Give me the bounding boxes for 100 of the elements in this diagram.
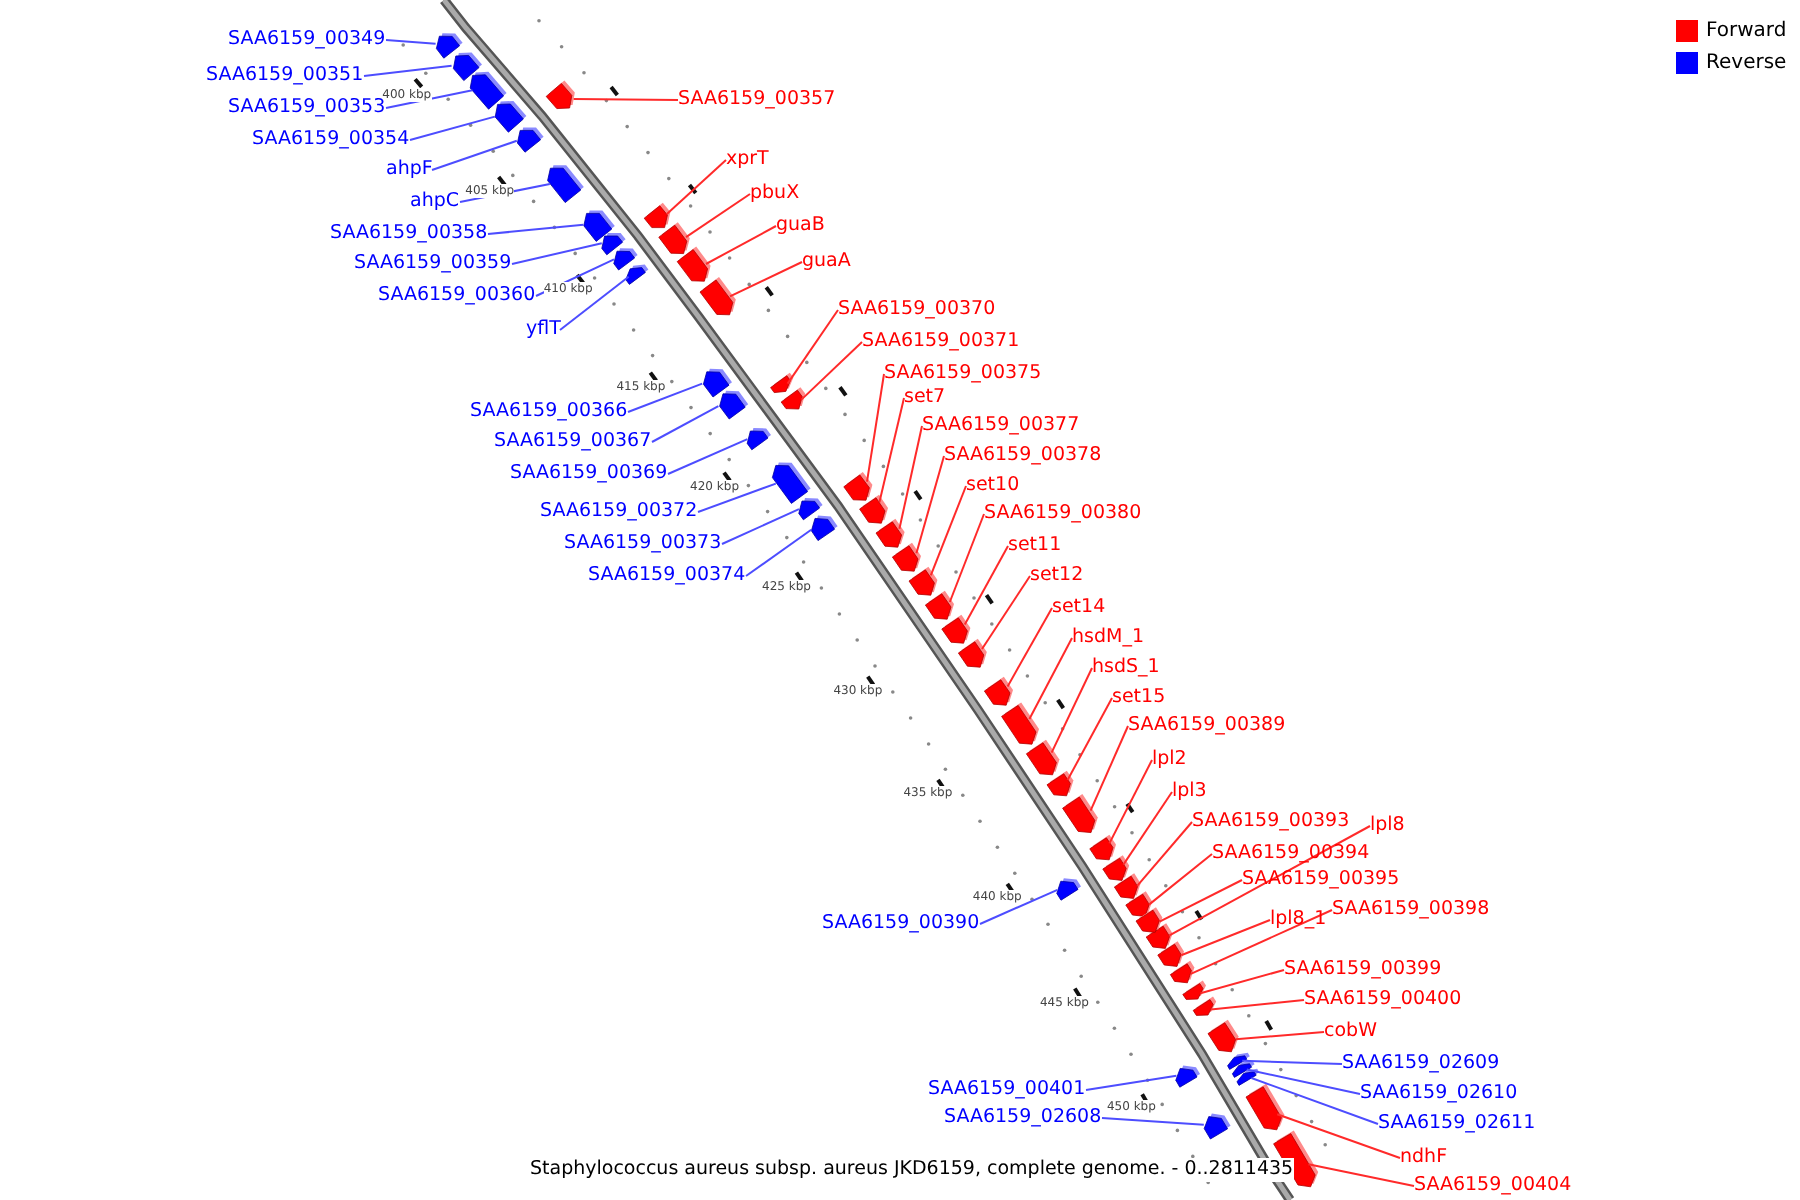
gene-label: SAA6159_00371 xyxy=(862,330,1020,354)
gene-label: set7 xyxy=(904,386,946,410)
gene-feature xyxy=(643,202,671,228)
leader-line xyxy=(1089,725,1129,812)
gene-feature xyxy=(1114,873,1141,899)
gene-label: ahpF xyxy=(386,158,433,182)
gene-feature xyxy=(1157,941,1184,967)
gene-feature xyxy=(798,498,823,521)
leader-line xyxy=(1108,759,1153,845)
gene-feature xyxy=(469,71,507,110)
gene-feature xyxy=(859,494,888,524)
gene-feature xyxy=(1135,907,1163,933)
leader-line xyxy=(979,888,1059,925)
leader-line xyxy=(1234,1031,1325,1041)
gene-label: SAA6159_00370 xyxy=(838,298,996,322)
gene-label: lpl8 xyxy=(1370,814,1405,838)
gene-label: hsdM_1 xyxy=(1072,626,1144,650)
leader-line xyxy=(651,405,720,443)
gene-label: SAA6159_00360 xyxy=(378,284,536,308)
leader-line xyxy=(1189,909,1333,975)
leader-line xyxy=(705,225,777,265)
gene-feature xyxy=(780,387,806,410)
gene-label: SAA6159_02610 xyxy=(1360,1082,1518,1106)
leader-line xyxy=(1199,969,1285,995)
gene-feature xyxy=(1125,891,1153,917)
leader-line xyxy=(409,115,496,141)
leader-line xyxy=(1245,1068,1361,1095)
leader-line xyxy=(431,139,518,171)
gene-feature xyxy=(1203,1113,1231,1140)
leader-line xyxy=(385,89,474,109)
gene-label: SAA6159_00389 xyxy=(1128,714,1286,738)
gene-label: SAA6159_00373 xyxy=(564,532,722,556)
leader-line xyxy=(929,485,967,577)
leader-line xyxy=(878,397,905,504)
gene-label: guaA xyxy=(802,250,851,274)
gene-feature xyxy=(494,101,527,133)
gene-label: ndhF xyxy=(1400,1146,1448,1170)
gene-feature xyxy=(843,472,873,501)
gene-label: SAA6159_00390 xyxy=(822,912,980,936)
gene-label: set14 xyxy=(1052,596,1106,620)
gene-label: SAA6159_00375 xyxy=(884,362,1042,386)
gene-feature xyxy=(1207,1019,1239,1053)
gene-label: yflT xyxy=(526,318,561,342)
leader-line xyxy=(1158,879,1243,923)
gene-feature xyxy=(925,590,954,620)
gene-feature xyxy=(1056,878,1081,901)
gene-feature xyxy=(1062,794,1098,833)
gene-feature xyxy=(719,390,749,420)
gene-feature xyxy=(436,33,463,59)
gene-feature xyxy=(770,372,794,393)
gene-label: set15 xyxy=(1112,686,1166,710)
leader-line xyxy=(1307,1163,1415,1187)
leader-line xyxy=(721,508,800,545)
gene-label: SAA6159_00372 xyxy=(540,500,698,524)
leader-line xyxy=(627,382,704,413)
gene-label: ahpC xyxy=(410,190,460,214)
gene-feature xyxy=(958,638,987,668)
gene-label: lpl2 xyxy=(1152,748,1187,772)
gene-label: SAA6159_02611 xyxy=(1378,1112,1536,1136)
leader-line xyxy=(487,223,585,235)
gene-feature xyxy=(545,80,575,109)
gene-label: SAA6159_00367 xyxy=(494,430,652,454)
leader-line xyxy=(665,159,727,216)
gene-feature xyxy=(1102,855,1130,881)
gene-feature xyxy=(746,428,771,451)
leader-line xyxy=(800,341,863,401)
leader-line xyxy=(786,309,839,385)
gene-label: SAA6159_02609 xyxy=(1342,1052,1500,1076)
gene-label: SAA6159_00378 xyxy=(944,444,1102,468)
leader-line xyxy=(1050,667,1093,754)
leader-line xyxy=(1006,607,1053,688)
leader-line xyxy=(745,528,813,577)
gene-label: cobW xyxy=(1324,1020,1377,1044)
gene-label: SAA6159_00354 xyxy=(252,128,410,152)
leader-line xyxy=(1028,637,1073,720)
leader-line xyxy=(363,64,453,77)
gene-label: SAA6159_00399 xyxy=(1284,958,1442,982)
gene-label: SAA6159_00366 xyxy=(470,400,628,424)
gene-feature xyxy=(658,222,690,254)
gene-label: SAA6159_00359 xyxy=(354,252,512,276)
leader-line xyxy=(1136,821,1193,887)
leader-line xyxy=(1122,791,1173,866)
gene-label: SAA6159_00369 xyxy=(510,462,668,486)
gene-feature xyxy=(1245,1083,1285,1131)
leader-line xyxy=(1276,1113,1401,1159)
gene-feature xyxy=(941,614,971,644)
gene-label: SAA6159_00374 xyxy=(588,564,746,588)
leader-line xyxy=(685,193,751,239)
leader-line xyxy=(948,513,985,603)
gene-label: SAA6159_00393 xyxy=(1192,810,1350,834)
gene-label: xprT xyxy=(726,148,769,172)
gene-feature xyxy=(1089,834,1116,861)
gene-label: set11 xyxy=(1008,534,1062,558)
leader-line xyxy=(385,39,437,45)
gene-feature xyxy=(1001,702,1039,745)
gene-feature xyxy=(875,518,905,548)
gene-label: guaB xyxy=(776,214,825,238)
caption: Staphylococcus aureus subsp. aureus JKD6159, complete genome. - 0..2811435 xyxy=(530,1158,1294,1182)
leader-line xyxy=(915,455,945,555)
gene-feature xyxy=(1236,1068,1260,1086)
